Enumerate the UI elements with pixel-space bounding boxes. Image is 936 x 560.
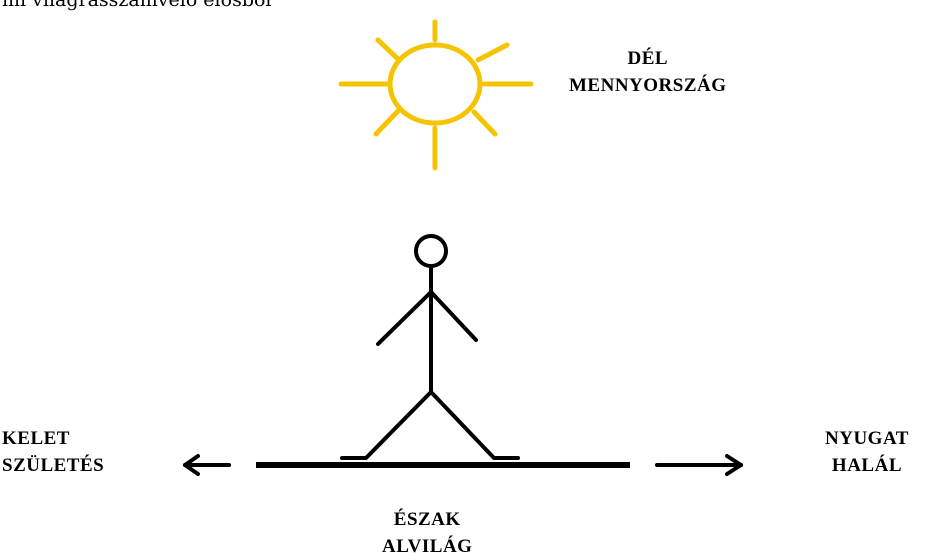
figure-left-leg	[340, 390, 433, 460]
north-label-line2: ALVILÁG	[382, 536, 473, 557]
south-label-line1: DÉL	[627, 48, 669, 69]
figure-left-arm	[376, 290, 433, 346]
figure-right-arm	[429, 290, 478, 342]
figure-right-leg	[429, 390, 520, 460]
west-arrow-icon	[655, 454, 743, 476]
east-label-line1: KELET	[2, 428, 70, 449]
sun-disc	[387, 42, 483, 126]
stick-figure	[340, 234, 520, 460]
west-label-line2: HALÁL	[831, 455, 902, 476]
top-caption-fragment: mi világrasszamvelő elösből	[2, 0, 272, 11]
north-label-line1: ÉSZAK	[393, 509, 461, 530]
sun-icon	[338, 19, 534, 171]
east-arrow-icon	[183, 454, 231, 476]
sun-ray-bottom-right	[471, 109, 498, 137]
west-death-label: NYUGAT HALÁL	[825, 425, 909, 479]
sun-ray-bottom-left	[373, 108, 401, 137]
south-label-line2: MENNYORSZÁG	[569, 75, 727, 96]
figure-head	[414, 234, 448, 268]
east-label-line2: SZÜLETÉS	[2, 455, 105, 476]
sun-ray-top-left	[375, 37, 401, 62]
south-heaven-label: DÉL MENNYORSZÁG	[569, 45, 727, 99]
sun-ray-top-right	[475, 42, 510, 63]
west-label-line1: NYUGAT	[825, 428, 909, 449]
east-birth-label: KELET SZÜLETÉS	[2, 425, 104, 479]
